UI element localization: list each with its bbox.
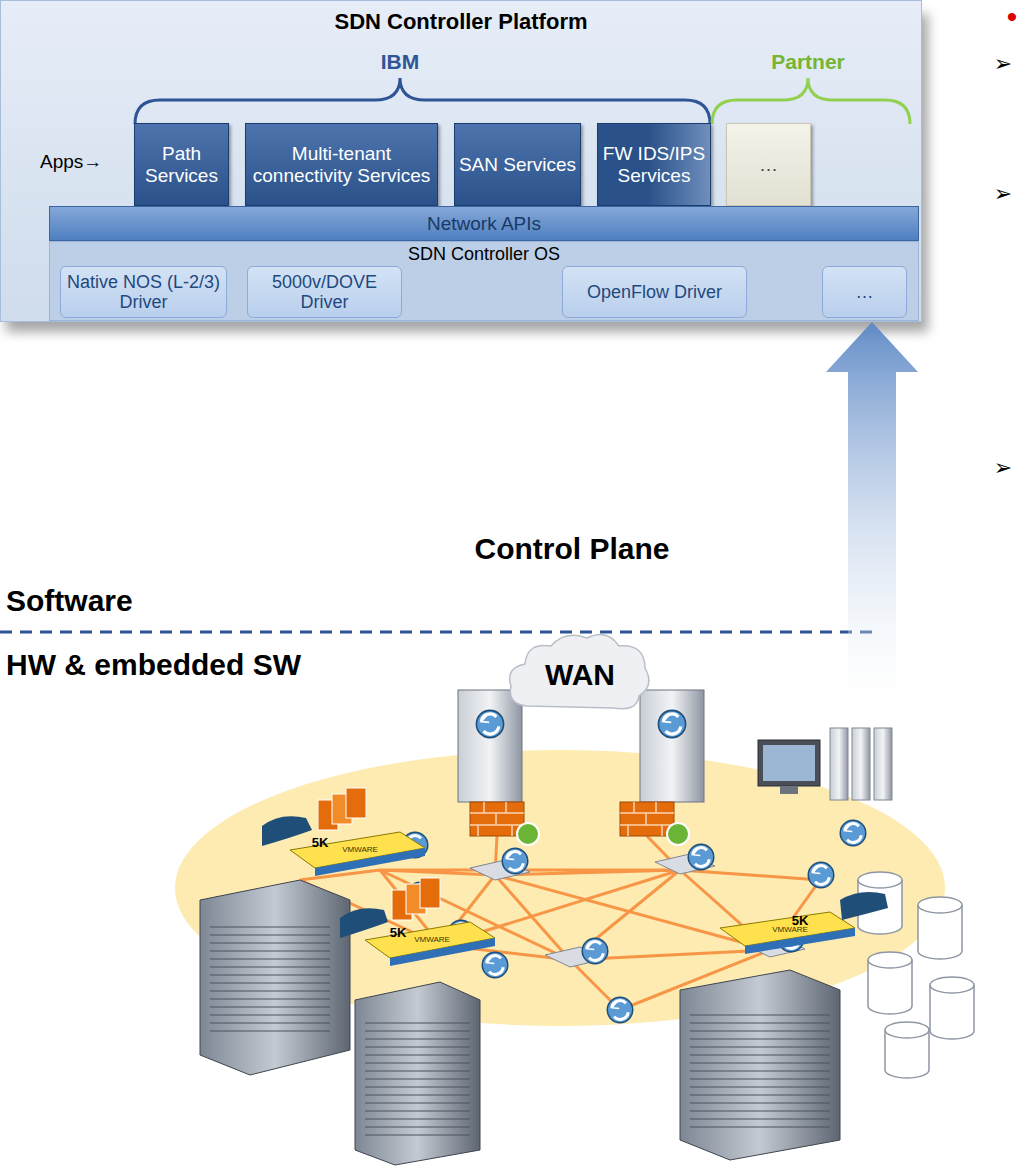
switch-logo xyxy=(502,848,528,874)
api-bar: Network APIs xyxy=(49,206,919,241)
partner-brace xyxy=(712,78,910,124)
firewall xyxy=(620,802,674,836)
driver-box: OpenFlow Driver xyxy=(562,266,747,318)
wan-cloud: WAN xyxy=(505,628,655,713)
os-band: SDN Controller OS Native NOS (L-2/3) Driv… xyxy=(49,241,919,321)
wan-server xyxy=(640,690,704,802)
driver-box: … xyxy=(822,266,907,318)
bullet: ➢ xyxy=(994,456,1012,480)
node-text: SAN Services xyxy=(459,154,576,175)
switch-label: 5K xyxy=(312,836,329,850)
layer-label: HW & embedded SW xyxy=(6,648,301,681)
server-rack xyxy=(210,925,330,1035)
node-text: Multi-tenant connectivity Services xyxy=(249,143,434,186)
panel-background xyxy=(0,0,928,332)
storage-disk xyxy=(885,1022,929,1038)
firewall xyxy=(667,823,689,845)
storage-disk xyxy=(868,952,912,968)
firewall xyxy=(470,802,524,836)
vendor-label: VMWARE xyxy=(342,846,378,855)
vendor-label: VMWARE xyxy=(414,936,450,945)
virtual-switch xyxy=(346,788,366,818)
driver-box: 5000v/DOVE Driver xyxy=(247,266,402,318)
management-station xyxy=(852,728,870,800)
server-rack xyxy=(200,880,350,1075)
node-text: Network APIs xyxy=(427,213,541,235)
node-text: FW IDS/IPS Services xyxy=(601,143,707,186)
switch-logo xyxy=(582,938,608,964)
switch-logo xyxy=(607,997,633,1023)
server-rack xyxy=(690,1010,830,1130)
storage-disk xyxy=(930,977,974,993)
firewall xyxy=(470,802,689,845)
firewall xyxy=(620,802,674,836)
node-text: WAN xyxy=(545,650,615,692)
cloud-outline xyxy=(510,634,649,708)
platform-panel: SDN Controller PlatformPath Services Mult… xyxy=(0,0,922,322)
node-text: Native NOS (L-2/3) Driver xyxy=(63,272,224,312)
management-station xyxy=(758,728,892,800)
partner-app-box: … xyxy=(726,123,811,206)
switch-label: 5K xyxy=(390,926,407,940)
bullet: ➢ xyxy=(994,52,1012,76)
wan-server xyxy=(458,690,522,802)
row-label: Apps→ xyxy=(40,152,102,173)
plane-label: Control Plane xyxy=(474,532,669,565)
virtual-switch xyxy=(420,878,440,908)
control-plane-arrow xyxy=(826,322,918,700)
server-rack xyxy=(365,1020,470,1140)
server-rack xyxy=(200,880,840,1165)
driver-box: Native NOS (L-2/3) Driver xyxy=(60,266,227,318)
layer-label: Software xyxy=(6,584,133,617)
node-text: OpenFlow Driver xyxy=(587,282,722,302)
bullet: • xyxy=(1007,0,1018,33)
app-box: FW IDS/IPS Services xyxy=(597,123,711,206)
panel-background xyxy=(0,0,922,322)
virtual-switch xyxy=(340,908,388,938)
firewall xyxy=(470,802,524,836)
app-box: Path Services xyxy=(134,123,229,206)
firewall xyxy=(517,823,539,845)
server-rack xyxy=(680,970,840,1160)
switch-logo xyxy=(688,844,714,870)
node-text: 5000v/DOVE Driver xyxy=(250,272,399,312)
app-box: Multi-tenant connectivity Services xyxy=(245,123,438,206)
management-station xyxy=(830,728,848,800)
switch-logo xyxy=(808,862,834,888)
group-label: Partner xyxy=(771,50,845,73)
wan-server xyxy=(476,710,503,737)
management-station xyxy=(874,728,892,800)
vendor-label: VMWARE xyxy=(772,926,808,935)
storage-disk xyxy=(858,872,902,888)
virtual-switch xyxy=(262,788,888,966)
wan-server xyxy=(658,710,685,737)
virtual-switch xyxy=(262,816,312,846)
switch-logo xyxy=(840,820,866,846)
virtual-switch xyxy=(840,892,888,920)
divider-line xyxy=(0,631,872,634)
node-text: … xyxy=(759,154,778,175)
app-box: SAN Services xyxy=(454,123,581,206)
group-label: IBM xyxy=(381,50,420,73)
node-text: Path Services xyxy=(138,143,225,186)
node-text: SDN Controller OS xyxy=(50,242,918,265)
node-text: … xyxy=(856,282,874,302)
switch-logo xyxy=(482,952,508,978)
storage-disk xyxy=(918,897,962,913)
bullet: ➢ xyxy=(994,182,1012,206)
node-text: SDN Controller Platform xyxy=(1,1,921,35)
ibm-brace xyxy=(135,78,710,124)
management-station xyxy=(780,786,798,794)
management-station xyxy=(758,740,820,786)
server-rack xyxy=(355,982,480,1165)
management-station xyxy=(763,745,815,781)
